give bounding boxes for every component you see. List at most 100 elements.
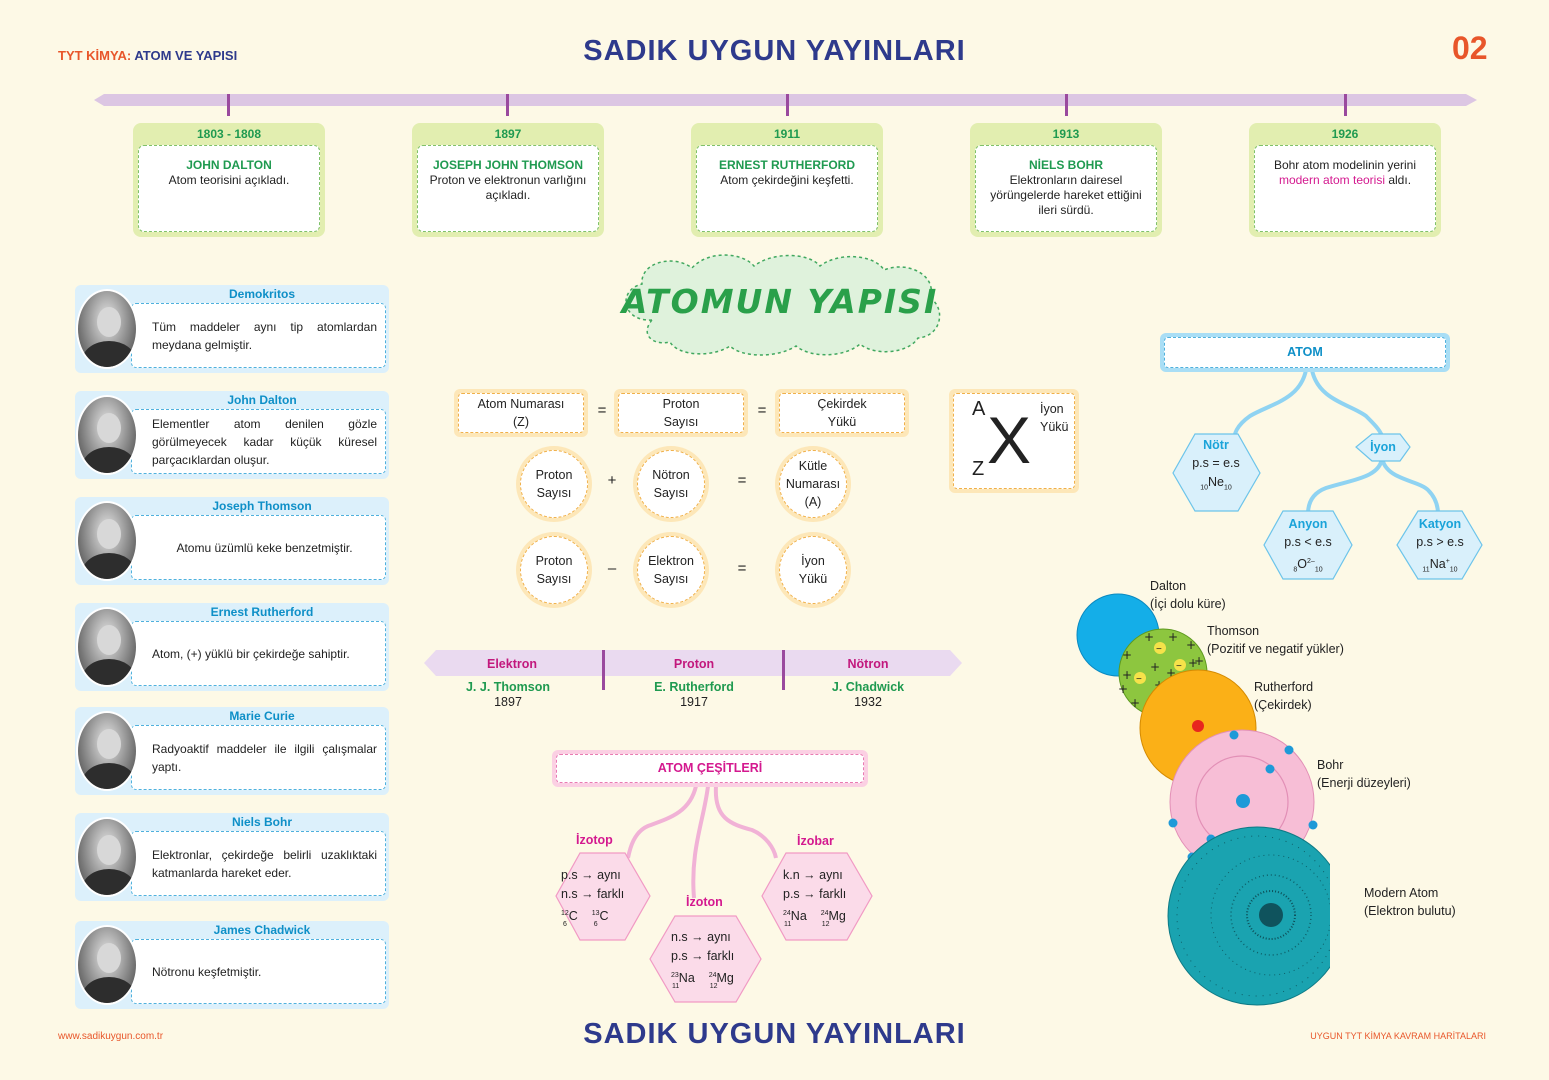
timeline-text: Proton ve elektronun varlığını açıkladı. <box>429 173 587 202</box>
mass-number: 12 <box>561 910 569 917</box>
timeline-card: JOSEPH JOHN THOMSON Proton ve elektronun… <box>417 145 599 232</box>
subject-label: TYT KİMYA: <box>58 48 132 63</box>
formula-text: Elektron <box>648 554 694 568</box>
atom-types-tree <box>555 785 873 1003</box>
formula-text: Sayısı <box>536 572 572 586</box>
timeline-text: aldı. <box>1388 173 1412 187</box>
particle-discoverer: E. Rutherford <box>654 680 734 694</box>
hex-line: p.s → aynı <box>561 868 621 882</box>
main-title: ATOMUN YAPISI <box>621 282 939 321</box>
notation-box: A Z X İyon Yükü <box>949 389 1079 493</box>
svg-text:+: + <box>1150 660 1160 674</box>
scientist-card-thomson: Joseph Thomson Atomu üzümlü keke benzetm… <box>75 497 389 585</box>
timeline-card: NİELS BOHR Elektronların dairesel yörüng… <box>975 145 1157 232</box>
scientist-text: Atom, (+) yüklü bir çekirdeğe sahiptir. <box>131 621 386 686</box>
atomic-number: 11 <box>1422 566 1430 574</box>
hex-line: k.n → aynı <box>783 868 843 882</box>
subject-topic: ATOM VE YAPISI <box>134 48 238 63</box>
scientist-name: James Chadwick <box>213 923 311 937</box>
svg-text:−: − <box>1156 644 1162 655</box>
timeline-card: ERNEST RUTHERFORD Atom çekirdeğini keşfe… <box>696 145 878 232</box>
hex-line: n.s → farklı <box>561 887 625 901</box>
formula-text: Atom Numarası <box>477 397 565 411</box>
scientist-name: Demokritos <box>228 287 296 301</box>
particle-year: 1932 <box>854 695 882 709</box>
mass-number: 23 <box>671 972 679 979</box>
portrait-image <box>76 289 138 369</box>
notr-example: 10Ne10 <box>1173 473 1259 498</box>
formula-atomic-number: Atom Numarası(Z) <box>454 389 588 437</box>
atom-tree-header: ATOM <box>1160 333 1450 372</box>
formula-text: Proton <box>662 397 700 411</box>
electron-count: 10 <box>1223 484 1232 492</box>
notation-ion-label: İyon <box>1040 402 1064 416</box>
scientist-name: Ernest Rutherford <box>210 605 314 619</box>
atom-models-illustration: +++ +++ +++ +++ − − − <box>1076 593 1330 1006</box>
scientist-card-demokritos: Demokritos Tüm maddeler aynı tip atomlar… <box>75 285 389 373</box>
scientist-name: Niels Bohr <box>231 815 292 829</box>
title-cloud-shape <box>625 254 941 356</box>
mass-number: 24 <box>783 910 791 917</box>
timeline-item-bohr: 1913 NİELS BOHR Elektronların dairesel y… <box>970 123 1162 237</box>
element-symbol: Ne <box>1208 475 1224 489</box>
particle-bar-shape <box>424 650 962 690</box>
mass-number: 24 <box>820 910 829 917</box>
electron-count: 10 <box>1449 566 1458 574</box>
katyon-example: 11Na+10 <box>1396 552 1484 580</box>
timeline-highlight: modern atom teorisi <box>1278 173 1385 187</box>
brand-title-bottom: SADIK UYGUN YAYINLARI <box>583 1018 966 1050</box>
element-symbol: Na <box>678 971 695 986</box>
particle-neutron-title: Nötron <box>847 657 889 671</box>
portrait-image <box>76 607 138 687</box>
anyon-example: 8O2–10 <box>1264 552 1352 580</box>
portrait-image <box>76 501 138 581</box>
hex-line: n.s → aynı <box>671 930 731 944</box>
model-name: Dalton <box>1150 579 1187 593</box>
minus-sign: – <box>607 560 617 577</box>
timeline-name: JOHN DALTON <box>186 158 272 172</box>
svg-text:+: + <box>1194 654 1204 668</box>
equals-sign: = <box>597 402 607 419</box>
particle-proton-title: Proton <box>673 657 715 671</box>
formula-text: Sayısı <box>663 415 699 429</box>
model-name: Thomson <box>1207 624 1260 638</box>
atomic-number: 12 <box>709 983 718 990</box>
katyon-rule: p.s > e.s <box>1416 535 1464 549</box>
formula-text: Proton <box>535 554 573 568</box>
scientist-name: Marie Curie <box>229 709 295 723</box>
model-desc: (İçi dolu küre) <box>1150 597 1226 611</box>
timeline-arrow <box>94 94 1477 116</box>
scientist-text: Tüm maddeler aynı tip atomlardan meydana… <box>131 303 386 368</box>
modern-atom-model <box>1167 826 1330 1006</box>
scientist-card-rutherford: Ernest Rutherford Atom, (+) yüklü bir çe… <box>75 603 389 691</box>
particle-discoverer: J. J. Thomson <box>465 680 551 694</box>
notation-atomic-letter: Z <box>972 458 985 480</box>
element-symbol: Mg <box>828 909 846 924</box>
formula-text: Sayısı <box>536 486 572 500</box>
scientist-name: Joseph Thomson <box>212 499 312 513</box>
izotop-label: İzotop <box>576 833 613 847</box>
atomic-number: 11 <box>784 921 792 928</box>
timeline-year: 1926 <box>1331 127 1359 141</box>
atomic-number: 12 <box>821 921 830 928</box>
atom-types-header: ATOM ÇEŞİTLERİ <box>552 750 868 787</box>
model-name: Bohr <box>1317 758 1344 772</box>
scientist-text: Atomu üzümlü keke benzetmiştir. <box>131 515 386 580</box>
timeline-name: NİELS BOHR <box>1028 158 1103 172</box>
notr-rule: p.s = e.s <box>1192 456 1240 470</box>
ion-charge: + <box>1445 558 1450 565</box>
model-label-dalton: Dalton (İçi dolu küre) <box>1150 577 1226 613</box>
svg-text:+: + <box>1122 648 1132 662</box>
formula-text: Sayısı <box>653 572 689 586</box>
atomic-number: 10 <box>1200 484 1208 492</box>
anyon-rule: p.s < e.s <box>1284 535 1332 549</box>
portrait-image <box>76 395 138 475</box>
portrait-image <box>76 817 138 897</box>
anyon-label: Anyon <box>1288 517 1328 531</box>
